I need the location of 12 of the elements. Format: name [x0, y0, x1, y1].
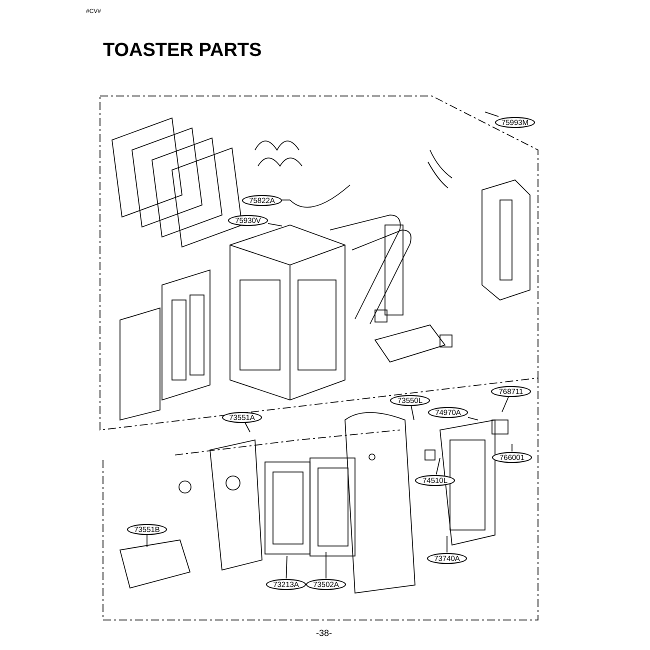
page-title: TOASTER PARTS [103, 40, 262, 62]
leader-line [410, 405, 414, 420]
leader-line [268, 223, 282, 226]
leader-line [446, 536, 448, 553]
leader-line [502, 396, 510, 412]
leader-line [286, 556, 288, 579]
leader-line [436, 458, 440, 475]
leader-line [244, 422, 250, 432]
leader-line [146, 534, 148, 548]
leader-line [468, 416, 478, 420]
leader-line [484, 112, 499, 117]
page-number: -38- [316, 628, 332, 638]
